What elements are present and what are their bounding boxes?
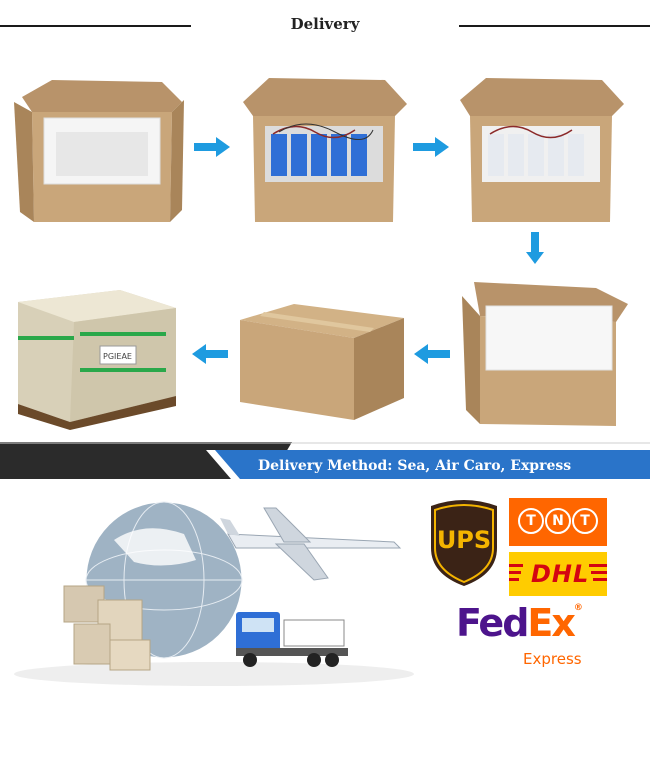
registered-icon: ® bbox=[573, 603, 583, 613]
photo-pallet: PGIEAE bbox=[10, 272, 184, 430]
arrow-left-1 bbox=[414, 344, 450, 368]
arrow-down bbox=[526, 232, 544, 268]
photo-wrapped-packs-box bbox=[452, 72, 628, 230]
photo-foam-covered-box bbox=[456, 276, 630, 430]
ups-logo: UPS bbox=[427, 498, 501, 588]
ups-text: UPS bbox=[436, 526, 492, 554]
tnt-letter-2: N bbox=[545, 508, 571, 534]
airplane-icon bbox=[220, 507, 402, 581]
arrow-left-2 bbox=[192, 344, 228, 368]
delivery-method-band bbox=[0, 442, 650, 479]
fedex-logo: FedEx® bbox=[456, 601, 583, 645]
dhl-logo: DHL bbox=[509, 552, 607, 596]
pallet-label: PGIEAE bbox=[103, 352, 132, 361]
arrow-right-2 bbox=[413, 137, 449, 161]
fedex-ex: Ex bbox=[527, 601, 575, 645]
tnt-letter-1: T bbox=[518, 508, 544, 534]
dhl-text: DHL bbox=[531, 560, 590, 588]
header-rule-right bbox=[459, 25, 650, 27]
photo-battery-packs-box bbox=[235, 72, 411, 230]
header-rule-left bbox=[0, 25, 191, 27]
arrow-right-1 bbox=[194, 137, 230, 161]
photo-empty-foam-box bbox=[12, 72, 188, 230]
truck-icon bbox=[236, 612, 348, 667]
section-title: Delivery bbox=[290, 15, 360, 33]
photo-sealed-box bbox=[234, 298, 410, 424]
fedex-express-label: Express bbox=[523, 650, 582, 668]
delivery-method-label: Delivery Method: Sea, Air Caro, Express bbox=[258, 458, 572, 474]
fedex-fed: Fed bbox=[456, 601, 529, 645]
tnt-letter-3: T bbox=[572, 508, 598, 534]
transport-illustration bbox=[14, 490, 424, 690]
tnt-logo: T N T bbox=[509, 498, 607, 546]
